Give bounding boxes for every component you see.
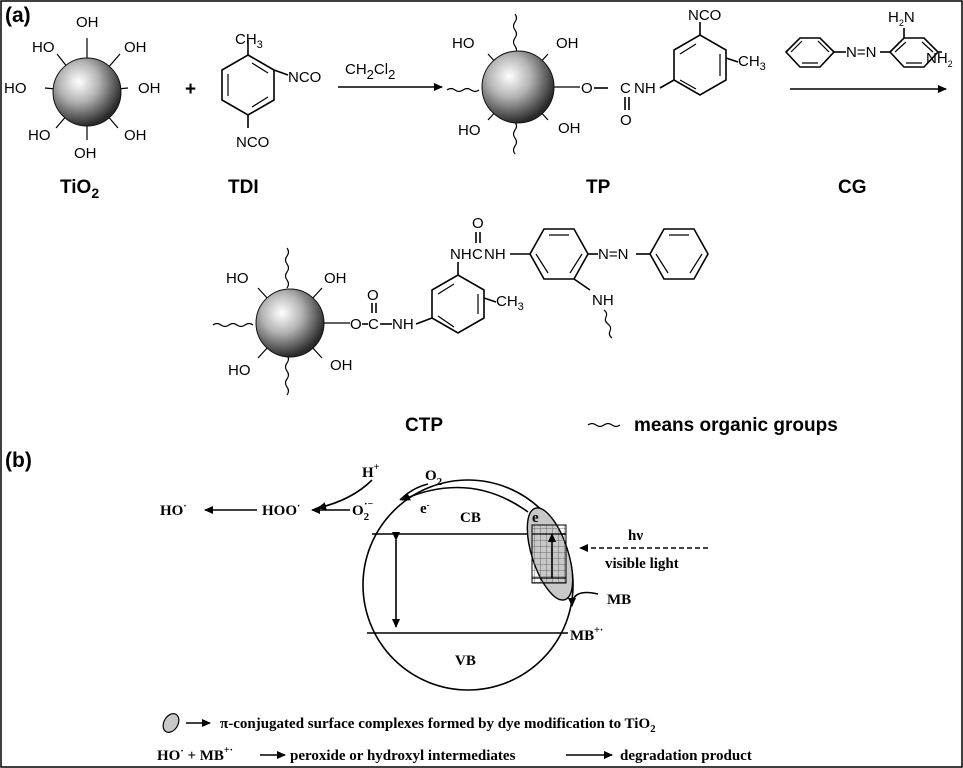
svg-text:O: O [620, 112, 632, 129]
svg-text:NH: NH [450, 246, 472, 263]
svg-text:HO: HO [32, 39, 55, 56]
svg-text:e-: e- [420, 500, 430, 517]
svg-text:NH: NH [392, 316, 414, 333]
wavy-line-icon [587, 422, 621, 428]
svg-text:NH: NH [634, 80, 656, 97]
complex-legend: π-conjugated surface complexes formed by… [162, 713, 656, 735]
svg-text:CH3: CH3 [235, 31, 263, 51]
svg-text:HOO·: HOO· [262, 501, 300, 519]
svg-text:means organic groups: means organic groups [634, 415, 838, 436]
svg-text:MB+·: MB+· [570, 625, 603, 644]
tp-label: TP [586, 177, 611, 198]
ctp-sphere [255, 288, 325, 358]
tio2-label: TiO2 [60, 177, 99, 201]
degradation-equation: HO· + MB+· peroxide or hydroxyl intermed… [157, 745, 752, 764]
svg-text:C: C [472, 246, 483, 263]
svg-text:OH: OH [330, 357, 353, 374]
tio2-nanoparticle: OH HO OH HO OH HO OH OH TiO2 [4, 14, 161, 201]
cg-label: CG [838, 177, 867, 198]
ctp-product: HO OH HO OH O C O NH CH3 NH C O NH [212, 215, 709, 436]
svg-text:OH: OH [124, 127, 147, 144]
svg-text:HO·: HO· [160, 501, 187, 519]
ctp-label: CTP [405, 415, 443, 436]
svg-text:OH: OH [76, 14, 99, 31]
svg-text:N=N: N=N [598, 246, 628, 263]
electron-transfer-arrow [401, 486, 529, 513]
panel-a: (a) OH HO OH HO OH HO OH OH TiO2 [4, 4, 953, 436]
svg-text:O: O [472, 215, 484, 232]
svg-text:degradation product: degradation product [620, 748, 752, 764]
tdi-molecule: CH3 NCO NCO TDI [221, 31, 321, 198]
tp-intermediate: HO OH HO OH O C O NH NCO CH3 TP [446, 7, 766, 198]
svg-text:HO· + MB+·: HO· + MB+· [157, 745, 233, 764]
svg-text:CH3: CH3 [738, 53, 766, 73]
svg-text:hν: hν [628, 528, 643, 544]
svg-text:O2·−: O2·− [352, 499, 374, 523]
panel-b-label: (b) [5, 449, 32, 472]
cg-reagent: N=N H2N NH2 CG [784, 9, 953, 198]
svg-text:NH: NH [592, 292, 614, 309]
organic-groups-legend: means organic groups [587, 415, 838, 436]
cb-label: CB [460, 510, 481, 526]
mb-oxidation-arrow [568, 591, 599, 607]
svg-text:MB: MB [607, 592, 631, 608]
svg-text:OH: OH [556, 35, 579, 52]
svg-text:OH: OH [124, 39, 147, 56]
svg-text:NCO: NCO [688, 7, 721, 24]
tio2-sphere [52, 57, 122, 127]
svg-text:peroxide or hydroxyl intermedi: peroxide or hydroxyl intermediates [290, 748, 516, 764]
svg-text:HO: HO [226, 270, 249, 287]
svg-text:HO: HO [228, 362, 251, 379]
svg-text:OH: OH [74, 145, 97, 162]
svg-text:NH2: NH2 [926, 50, 953, 69]
svg-text:π-conjugated surface complexes: π-conjugated surface complexes formed by… [220, 716, 656, 735]
svg-text:HO: HO [452, 35, 475, 52]
surface-complex: e [526, 507, 574, 601]
tdi-label: TDI [228, 177, 259, 198]
svg-text:O: O [581, 80, 593, 97]
svg-text:HO: HO [28, 127, 51, 144]
svg-text:HO: HO [4, 80, 27, 97]
panel-a-label: (a) [5, 4, 31, 27]
svg-text:NH: NH [484, 246, 506, 263]
vb-label: VB [455, 653, 476, 669]
svg-text:NCO: NCO [288, 69, 321, 86]
panel-b: (b) CB VB e hν visible light MB MB+· e- … [5, 449, 752, 764]
svg-text:OH: OH [558, 120, 581, 137]
svg-text:O2: O2 [425, 468, 443, 488]
plus-sign: + [185, 79, 196, 100]
svg-text:O: O [367, 287, 379, 304]
svg-text:CH3: CH3 [496, 293, 524, 313]
svg-text:visible light: visible light [605, 556, 679, 572]
svg-text:O: O [350, 316, 362, 333]
tp-sphere [481, 50, 555, 124]
svg-text:OH: OH [324, 270, 347, 287]
protonation-arrow [317, 479, 373, 511]
svg-text:N=N: N=N [846, 44, 876, 61]
svg-text:CH2Cl2: CH2Cl2 [345, 61, 395, 82]
svg-text:C: C [368, 316, 379, 333]
svg-text:H+: H+ [362, 462, 380, 481]
svg-text:H2N: H2N [888, 9, 915, 28]
complex-legend-icon [162, 713, 180, 733]
reaction-arrow-ch2cl2: CH2Cl2 [338, 61, 443, 91]
svg-text:NCO: NCO [236, 134, 269, 151]
svg-text:OH: OH [138, 80, 161, 97]
svg-text:C: C [620, 80, 631, 97]
svg-text:HO: HO [458, 122, 481, 139]
svg-text:e: e [532, 510, 539, 526]
